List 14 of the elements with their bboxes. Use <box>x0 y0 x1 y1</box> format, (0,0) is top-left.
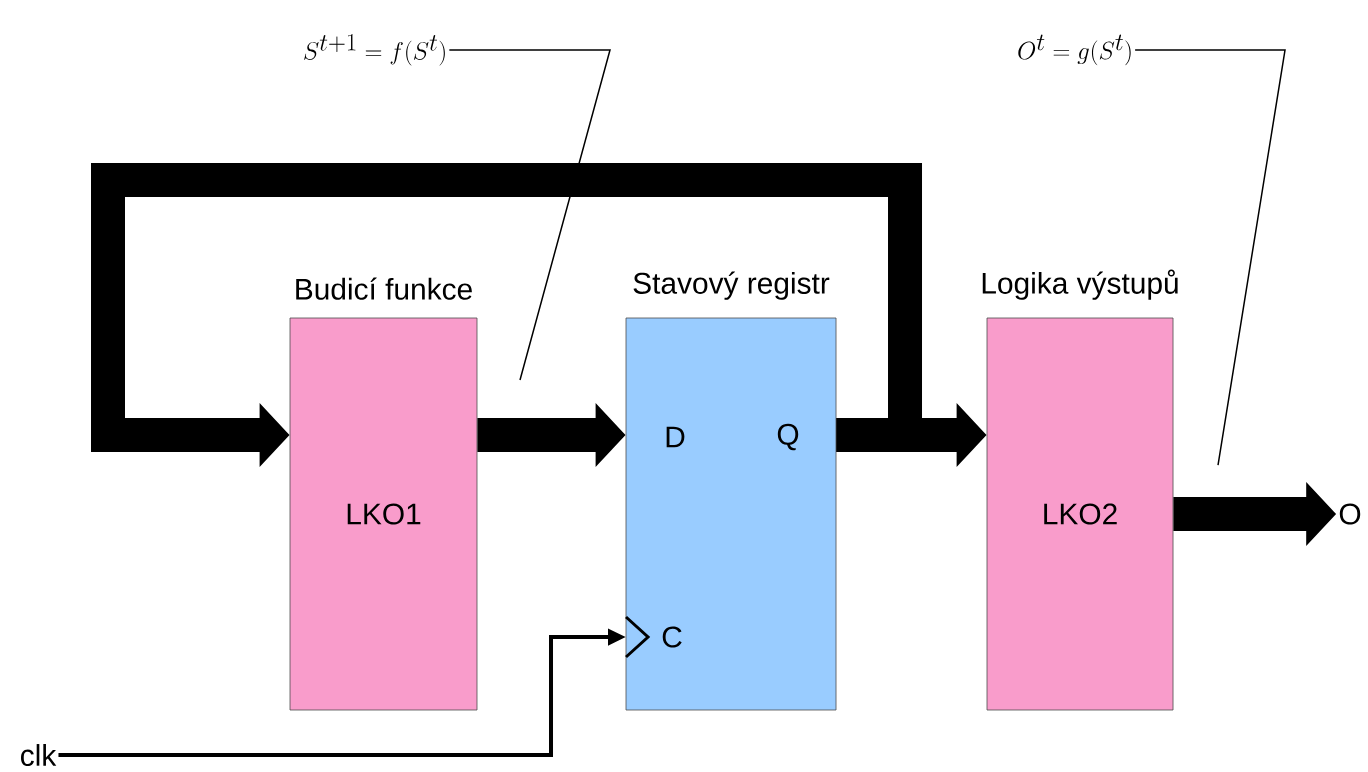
leader-line <box>1134 49 1286 466</box>
block-heading: Logika výstupů <box>982 269 1178 300</box>
pin-label: Q <box>777 423 799 451</box>
leader-line <box>448 49 611 381</box>
pin-label: C <box>662 626 682 648</box>
signal-label: clk <box>21 744 57 766</box>
block-heading: Stavový registr <box>633 271 830 300</box>
equation: $S^{t+1}=f(S^{t})$ <box>304 34 445 66</box>
block-heading: Budicí funkce <box>296 277 472 300</box>
logic-box: LKO1 <box>289 317 478 711</box>
logic-box: LKO2 <box>986 317 1174 711</box>
pin-label: D <box>666 426 685 448</box>
equation: $O^{t}=g(S^{t})$ <box>1018 34 1131 66</box>
signal-label: O <box>1339 503 1361 525</box>
